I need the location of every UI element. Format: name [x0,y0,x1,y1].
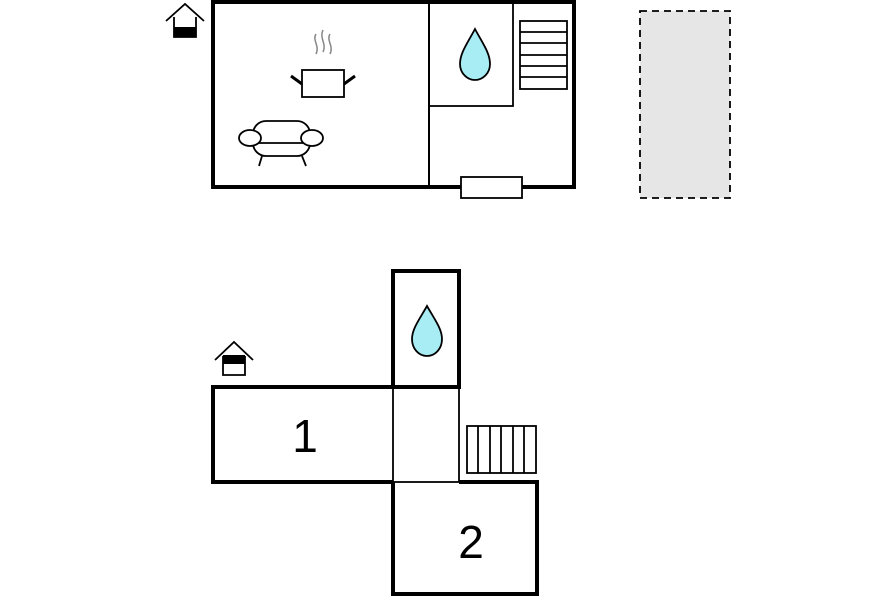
water-drop-icon [411,304,443,357]
upper-bathroom [428,1,514,107]
room-2-number: 2 [458,516,484,568]
house-floor-icon [214,340,254,376]
dashed-outdoor-area [639,10,731,199]
sofa-icon [238,120,324,167]
stairs-icon [519,20,568,90]
lower-hall [392,386,460,483]
house-floor-icon [165,2,205,38]
room-1 [211,385,393,484]
upper-floor [165,0,731,199]
cooking-pot-icon [290,29,356,98]
door-icon [460,176,523,199]
room-1-number: 1 [292,410,318,462]
stairs-icon [466,425,537,474]
lower-floor: 1 2 [211,269,539,596]
water-drop-icon [459,27,491,81]
room-2 [391,480,539,596]
upper-floor-outline [211,0,576,189]
